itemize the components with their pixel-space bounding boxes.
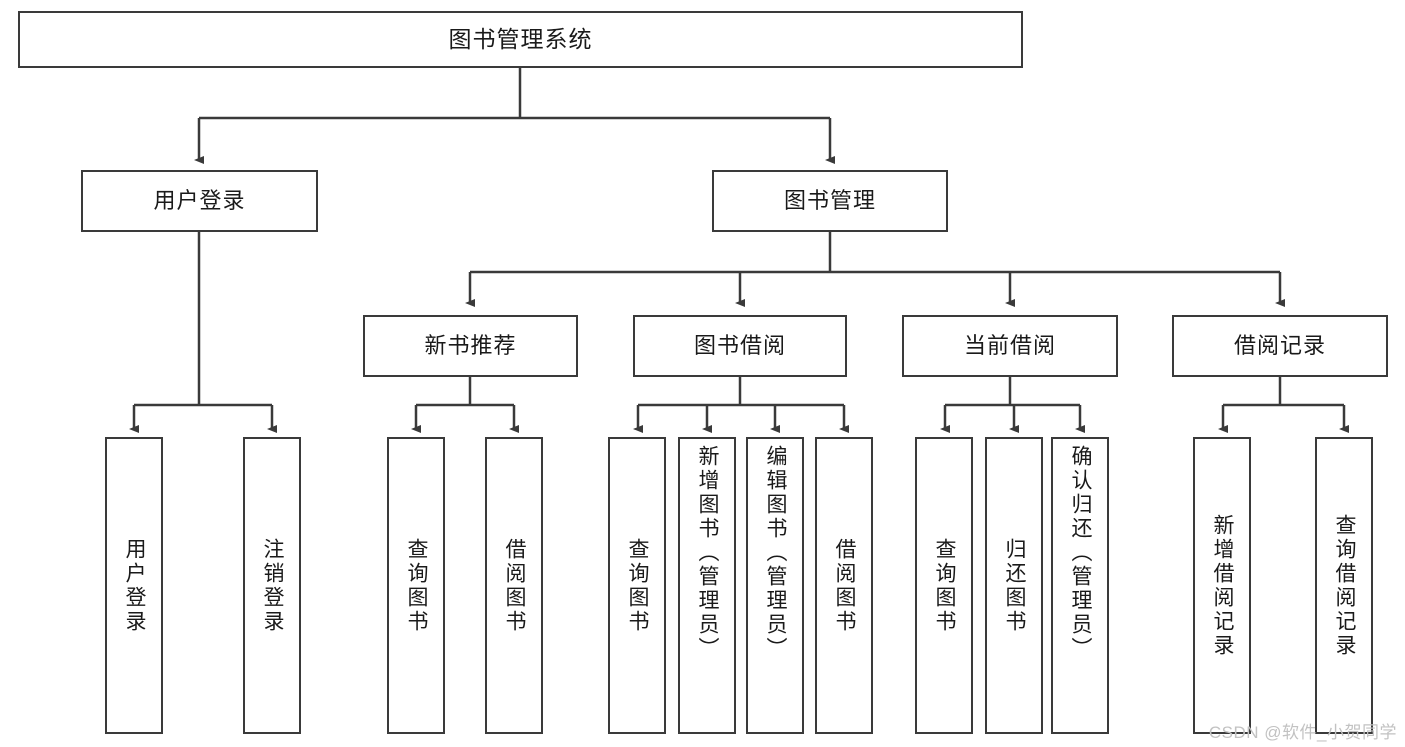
leaf-current-borrow-query[interactable]: 查询图书	[915, 437, 973, 734]
leaf-book-borrow-borrow[interactable]: 借阅图书	[815, 437, 873, 734]
node-root-system[interactable]: 图书管理系统	[18, 11, 1023, 68]
node-book-management[interactable]: 图书管理	[712, 170, 948, 232]
leaf-book-borrow-query[interactable]: 查询图书	[608, 437, 666, 734]
leaf-current-borrow-return[interactable]: 归还图书	[985, 437, 1043, 734]
leaf-new-book-borrow[interactable]: 借阅图书	[485, 437, 543, 734]
node-new-book-recommend[interactable]: 新书推荐	[363, 315, 578, 377]
node-borrow-record[interactable]: 借阅记录	[1172, 315, 1388, 377]
leaf-borrow-record-add[interactable]: 新增借阅记录	[1193, 437, 1251, 734]
node-user-login[interactable]: 用户登录	[81, 170, 318, 232]
leaf-user-login-login[interactable]: 用户登录	[105, 437, 163, 734]
leaf-borrow-record-query[interactable]: 查询借阅记录	[1315, 437, 1373, 734]
leaf-current-borrow-confirm-return[interactable]: 确认归还（管理员）	[1051, 437, 1109, 734]
leaf-book-borrow-add[interactable]: 新增图书（管理员）	[678, 437, 736, 734]
leaf-book-borrow-edit[interactable]: 编辑图书（管理员）	[746, 437, 804, 734]
watermark-text: CSDN @软件_小贺同学	[1208, 723, 1397, 742]
leaf-user-login-logout[interactable]: 注销登录	[243, 437, 301, 734]
node-current-borrow[interactable]: 当前借阅	[902, 315, 1118, 377]
node-book-borrow[interactable]: 图书借阅	[633, 315, 847, 377]
leaf-new-book-query[interactable]: 查询图书	[387, 437, 445, 734]
